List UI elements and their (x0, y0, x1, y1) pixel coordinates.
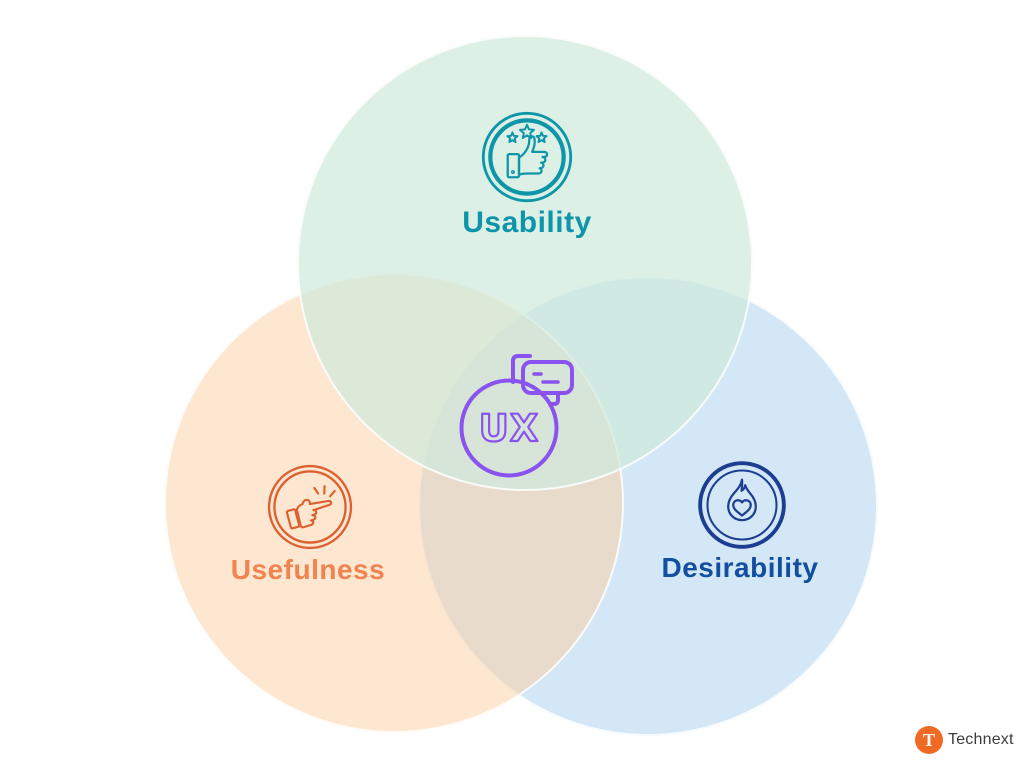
desirability-label: Desirability (661, 552, 819, 583)
finger-snap-icon (265, 462, 355, 552)
usefulness-label: Usefulness (230, 554, 386, 585)
usability-label: Usability (462, 206, 592, 239)
ux-letters: UX (479, 407, 540, 450)
flame-heart-icon (696, 459, 788, 551)
usability-circle (297, 35, 753, 491)
thumbs-up-stars-icon (480, 110, 574, 204)
brand-name: Technext (948, 731, 1014, 748)
brand-logo: T Technext (915, 726, 1014, 754)
ux-chat-bubble-icon: UX (452, 352, 576, 482)
brand-logo-icon: T (915, 726, 943, 754)
